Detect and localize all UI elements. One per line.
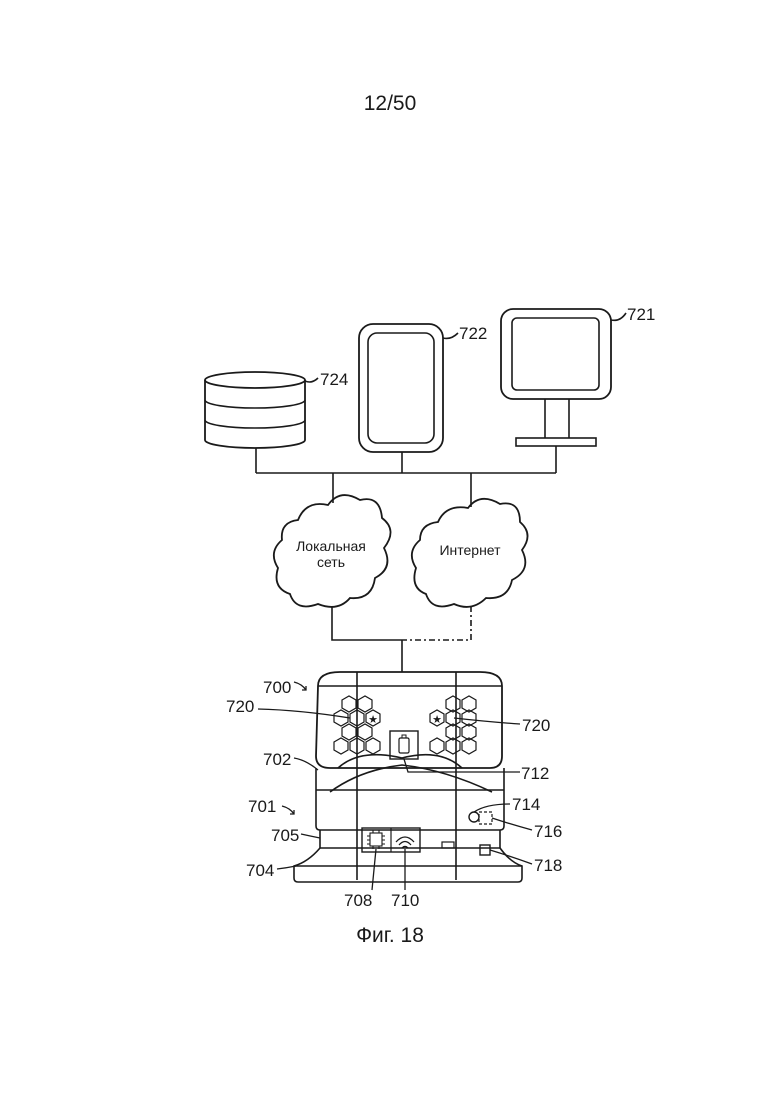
leader-724	[305, 378, 318, 382]
ref-701: 701	[248, 797, 276, 816]
ref-705: 705	[271, 826, 299, 845]
ref-704: 704	[246, 861, 274, 880]
ref-720-left: 720	[226, 697, 254, 716]
ref-702: 702	[263, 750, 291, 769]
star-icon: ★	[368, 714, 378, 726]
network-bus	[256, 446, 556, 507]
cloud-label-internet: Интернет	[439, 542, 501, 558]
tablet-icon	[359, 324, 443, 452]
star-icon: ★	[432, 714, 442, 726]
module-716	[479, 812, 492, 824]
ref-712: 712	[521, 764, 549, 783]
leader-lines	[258, 682, 532, 890]
ref-700: 700	[263, 678, 291, 697]
monitor-icon	[501, 309, 611, 446]
ref-720-right: 720	[522, 716, 550, 735]
leader-721	[611, 313, 626, 320]
device-connection	[332, 606, 471, 672]
ref-714: 714	[512, 795, 540, 814]
ref-716: 716	[534, 822, 562, 841]
ref-722: 722	[459, 324, 487, 343]
cloud-label-local-line1: Локальная	[296, 538, 366, 554]
port-718	[480, 845, 490, 855]
cloud-label-local-line2: сеть	[317, 554, 345, 570]
ref-724: 724	[320, 370, 348, 389]
database-icon	[205, 372, 305, 448]
ref-708: 708	[344, 891, 372, 910]
ref-718: 718	[534, 856, 562, 875]
ref-721: 721	[627, 305, 655, 324]
wifi-icon	[396, 837, 414, 848]
sensor-714	[469, 812, 479, 822]
figure-caption: Фиг. 18	[0, 924, 780, 948]
chip-icon	[367, 830, 385, 849]
leader-722	[443, 333, 458, 338]
device-700	[294, 672, 522, 882]
ref-710: 710	[391, 891, 419, 910]
